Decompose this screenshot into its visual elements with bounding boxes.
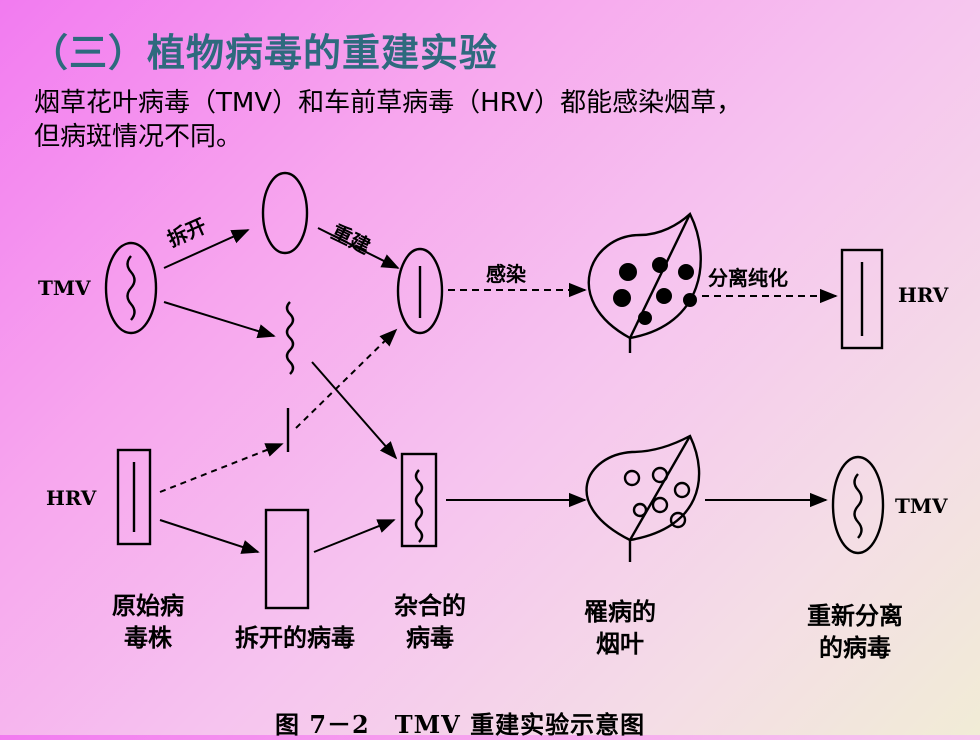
leaf-vein-bottom	[628, 435, 692, 541]
reconstructed-virus	[396, 247, 444, 335]
label-tmv-left: TMV	[38, 276, 91, 300]
lesion-solid	[656, 288, 672, 304]
caption-hybrid-virus: 杂合的 病毒	[370, 590, 490, 654]
tmv-rna-wave	[126, 255, 136, 321]
leaf-hrv-lesions	[587, 212, 702, 340]
caption-hybrid-line1: 杂合的	[394, 592, 466, 620]
tmv-coat-empty	[261, 171, 309, 255]
tmv-rna-free	[285, 301, 295, 375]
tmv-original-virus	[104, 241, 158, 335]
label-purify-arrow: 分离纯化	[708, 266, 788, 290]
lesion-solid	[683, 293, 697, 307]
tmv-reisolated-rna	[853, 473, 863, 539]
lesion-solid	[619, 263, 637, 281]
figure-caption: 图 7－2 TMV 重建实验示意图	[275, 710, 646, 739]
arrow-rebuild	[317, 227, 400, 269]
intro-line-1: 烟草花叶病毒（TMV）和车前草病毒（HRV）都能感染烟草，	[34, 88, 743, 118]
lesion-solid	[638, 311, 652, 325]
caption-split-virus: 拆开的病毒	[235, 624, 355, 652]
caption-reisolated-virus: 重新分离 的病毒	[780, 600, 930, 664]
hrv-purified-virus	[840, 248, 884, 350]
lesion-solid	[652, 257, 668, 273]
caption-infected-leaf: 罹病的 烟叶	[560, 596, 680, 660]
label-hrv-right: HRV	[898, 283, 949, 307]
arrow-hrv-to-coat	[159, 519, 260, 554]
lesion-solid	[613, 289, 631, 307]
arrow-split	[163, 229, 250, 269]
arrow-hrv-rna-to-rebuild	[295, 328, 398, 429]
lesion-solid	[678, 264, 694, 280]
caption-hybrid-line2: 病毒	[406, 624, 454, 652]
lesion-ring	[651, 466, 669, 484]
caption-original-strain-line2: 毒株	[124, 624, 172, 652]
arrow-hrv-to-rna	[159, 443, 284, 493]
lesion-ring	[669, 511, 687, 529]
label-hrv-left: HRV	[46, 486, 97, 510]
caption-infected-leaf-line1: 罹病的	[584, 598, 656, 626]
caption-reisolated-line1: 重新分离	[807, 602, 903, 630]
page-title: （三）植物病毒的重建实验	[30, 31, 499, 75]
hybrid-virus	[400, 452, 438, 548]
hrv-coat-empty	[264, 508, 310, 610]
label-infect-arrow: 感染	[486, 262, 526, 286]
caption-reisolated-line2: 的病毒	[819, 634, 891, 662]
lesion-ring	[623, 469, 641, 487]
arrow-coat-to-hybrid	[313, 519, 396, 553]
lesion-ring	[632, 502, 648, 518]
leaf-tmv-lesions	[585, 434, 701, 542]
intro-text: 烟草花叶病毒（TMV）和车前草病毒（HRV）都能感染烟草， 但病斑情况不同。	[34, 86, 934, 154]
arrow-tmv-to-rna	[163, 301, 276, 339]
hrv-original-virus	[116, 448, 152, 546]
arrow-tmv-rna-to-hybrid	[311, 361, 398, 460]
hybrid-rna-wave	[414, 469, 424, 543]
caption-original-strain-line1: 原始病	[112, 592, 184, 620]
caption-infected-leaf-line2: 烟叶	[596, 630, 644, 658]
lesion-ring	[673, 481, 691, 499]
intro-line-2: 但病斑情况不同。	[34, 122, 243, 152]
caption-original-strain: 原始病 毒株	[88, 590, 208, 654]
label-tmv-right: TMV	[895, 494, 948, 518]
tmv-reisolated-virus	[831, 455, 885, 555]
lesion-ring	[651, 496, 669, 514]
